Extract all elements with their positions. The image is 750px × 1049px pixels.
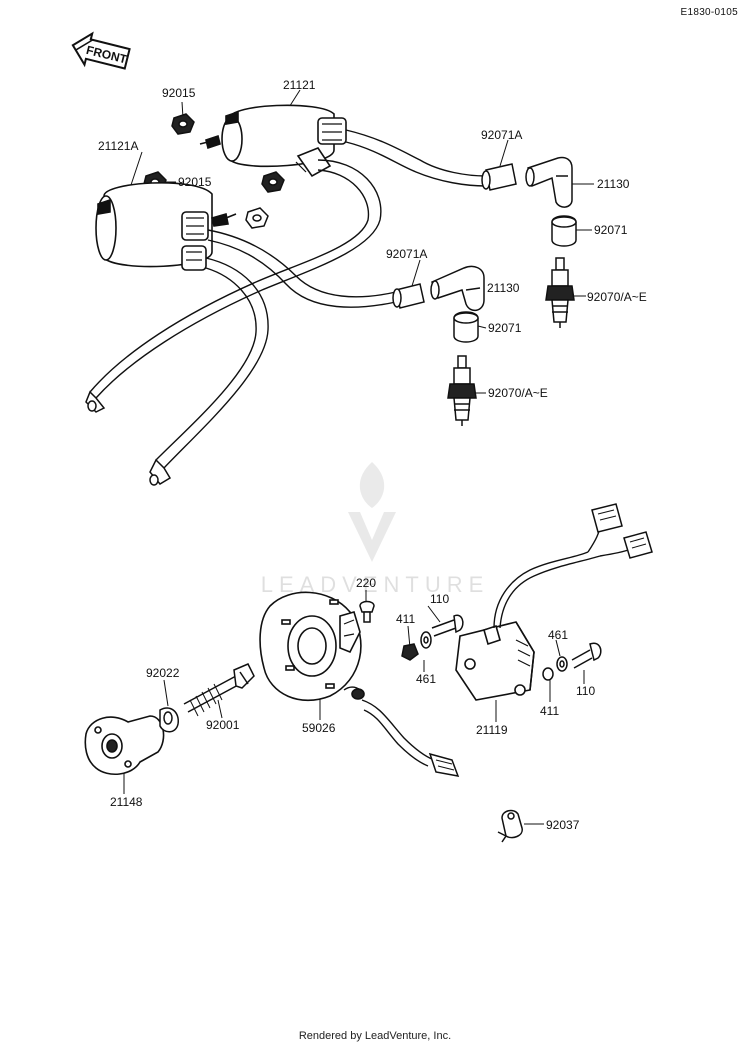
timing-advancer-21148 — [84, 715, 165, 775]
boot-92071A-b — [392, 283, 425, 309]
label-92071A-b: 92071A — [386, 247, 428, 261]
pickup-lead — [361, 699, 435, 767]
label-461-a: 461 — [416, 672, 437, 686]
label-411-b: 411 — [540, 704, 560, 718]
label-21121: 21121 — [283, 78, 316, 92]
washer-461-a — [420, 631, 432, 649]
diagram-ref: E1830-0105 — [680, 7, 738, 18]
label-21148: 21148 — [110, 795, 143, 809]
plug-cap-21130-b — [430, 265, 485, 312]
ignition-coil-21121A — [95, 182, 237, 271]
label-461-b: 461 — [548, 628, 569, 642]
label-110-b: 110 — [576, 684, 596, 698]
pickup-plate-59026 — [259, 591, 365, 701]
label-92071A-a: 92071A — [481, 128, 523, 142]
screw-220 — [359, 600, 375, 623]
spark-plug-92070-b — [447, 355, 477, 426]
label-411-a: 411 — [396, 612, 416, 626]
ic-igniter-21119 — [455, 621, 535, 701]
nut-92015-mid — [245, 207, 269, 229]
igniter-harness — [493, 523, 635, 629]
ignition-coil-21121 — [199, 104, 347, 178]
label-92001: 92001 — [206, 718, 240, 732]
bolt-110-b — [571, 642, 602, 669]
nut-411-a — [401, 643, 419, 661]
lead-ends — [85, 390, 172, 486]
label-21121A: 21121A — [98, 139, 139, 153]
clamp-92037 — [497, 809, 523, 843]
label-92037: 92037 — [546, 818, 580, 832]
nut-411-b — [542, 667, 554, 681]
label-220: 220 — [356, 576, 377, 590]
watermark-logo — [348, 462, 396, 562]
bolt-92001 — [183, 663, 255, 717]
boot-92071A-a — [481, 163, 517, 191]
label-21119: 21119 — [476, 723, 508, 737]
label-92015-left: 92015 — [178, 175, 212, 189]
plug-cap-21130-a — [525, 156, 573, 208]
footer-credit: Rendered by LeadVenture, Inc. — [298, 1030, 452, 1042]
label-21130-b: 21130 — [487, 281, 520, 295]
label-92022: 92022 — [146, 666, 180, 680]
nut-92015-right — [261, 171, 285, 193]
bolt-110-a — [431, 614, 464, 637]
label-92070-a: 92070/A~E — [587, 290, 647, 304]
label-110-a: 110 — [430, 592, 450, 606]
front-arrow-icon: FRONT — [71, 31, 131, 70]
rubber-cap-92071-b — [453, 311, 479, 343]
label-92071-a: 92071 — [594, 223, 628, 237]
label-21130-a: 21130 — [597, 177, 630, 191]
igniter-connector-b — [623, 531, 653, 559]
washer-92022 — [159, 707, 179, 733]
igniter-connector-a — [591, 503, 623, 533]
high-tension-leads — [89, 129, 487, 469]
spark-plug-92070-a — [545, 257, 575, 328]
washer-461-b — [556, 656, 568, 672]
rubber-cap-92071-a — [551, 215, 577, 247]
label-92071-b: 92071 — [488, 321, 522, 335]
label-92070-b: 92070/A~E — [488, 386, 548, 400]
label-59026: 59026 — [302, 721, 336, 735]
nut-92015-top — [171, 113, 195, 135]
pickup-connector — [428, 752, 460, 777]
label-92015-top: 92015 — [162, 86, 196, 100]
